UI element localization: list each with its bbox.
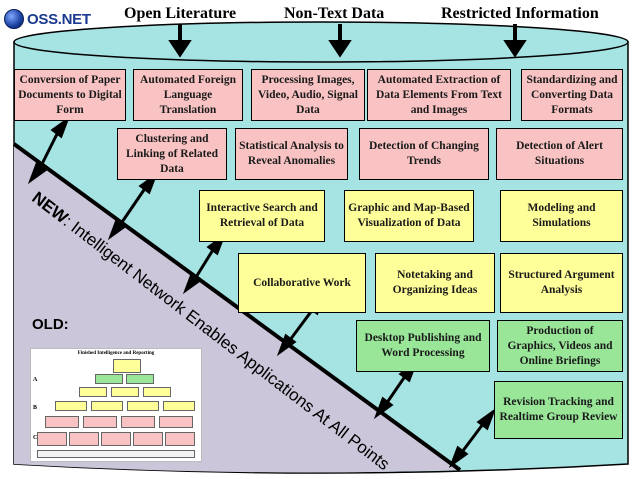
box-conversion: Conversion of Paper Documents to Digital… (14, 69, 126, 121)
diagonal-line (12, 142, 462, 472)
input-arrows (168, 24, 527, 58)
box-statistical: Statistical Analysis to Reveal Anomalies (235, 128, 348, 180)
box-collaborative: Collaborative Work (238, 253, 366, 313)
thumbnail-title: Finished Intelligence and Reporting (77, 351, 155, 356)
old-diagram-thumbnail: Finished Intelligence and Reporting A B … (30, 348, 202, 462)
globe-icon (4, 9, 24, 29)
box-desktop: Desktop Publishing and Word Processing (356, 320, 490, 372)
input-label-non-text-data: Non-Text Data (284, 5, 385, 22)
cylinder-top (13, 21, 629, 63)
box-search: Interactive Search and Retrieval of Data (199, 190, 325, 242)
box-trends: Detection of Changing Trends (359, 128, 489, 180)
box-translation: Automated Foreign Language Translation (133, 69, 243, 121)
input-label-open-literature: Open Literature (124, 5, 237, 22)
box-revision: Revision Tracking and Realtime Group Rev… (494, 381, 623, 439)
box-notetaking: Notetaking and Organizing Ideas (375, 253, 495, 313)
input-label-restricted-information: Restricted Information (441, 5, 599, 22)
box-modeling: Modeling and Simulations (500, 190, 623, 242)
thumbnail-row-a: A (33, 377, 38, 383)
box-processing: Processing Images, Video, Audio, Signal … (251, 69, 365, 121)
thumbnail-row-b: B (33, 405, 38, 411)
box-extraction: Automated Extraction of Data Elements Fr… (367, 69, 511, 121)
box-clustering: Clustering and Linking of Related Data (117, 128, 227, 180)
oss-net-logo: OSS.NET (4, 8, 104, 30)
logo-text: OSS.NET (27, 10, 91, 28)
box-production: Production of Graphics, Videos and Onlin… (497, 320, 623, 372)
box-alert: Detection of Alert Situations (496, 128, 623, 180)
box-standardizing: Standardizing and Converting Data Format… (521, 69, 623, 121)
box-visualization: Graphic and Map-Based Visualization of D… (344, 190, 474, 242)
box-argument: Structured Argument Analysis (500, 253, 623, 313)
old-label: OLD: (32, 316, 69, 333)
thumbnail-row-c: C (33, 435, 38, 441)
